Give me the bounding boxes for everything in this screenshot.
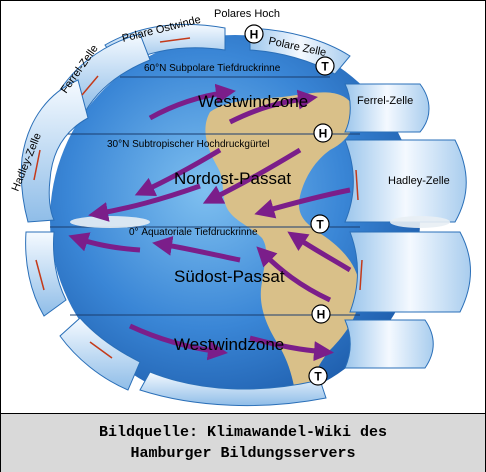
arrow-westwind-s2 <box>249 335 334 362</box>
label-suedost: Südost-Passat <box>174 267 285 286</box>
marker-h-south: H <box>317 308 326 322</box>
wind-arrows <box>68 83 352 362</box>
arrow-suedost-4 <box>287 231 352 273</box>
arrow-suedost-2 <box>152 235 241 263</box>
cell-flow-arrows <box>33 37 363 359</box>
caption-line-2: Hamburger Bildungsservers <box>130 445 356 462</box>
marker-t-equator: T <box>316 218 324 232</box>
arrow-westwind-n1 <box>148 83 236 121</box>
arrow-nordost-2 <box>202 147 302 204</box>
arrow-nordost-4 <box>88 183 201 222</box>
flow-arrow-6 <box>355 169 359 201</box>
label-polares-hoch: Polares Hoch <box>214 8 280 20</box>
cloud-equator-right <box>390 216 450 228</box>
label-hadley-zelle-right: Hadley-Zelle <box>388 175 450 187</box>
label-aquatorial: 0° Äquatoriale Tiefdruckrinne <box>129 226 258 238</box>
marker-h-subtrop: H <box>319 127 328 141</box>
arrow-nordost-3 <box>254 187 351 219</box>
atmospheric-circulation-diagram: H T H T H T Polare Ostwinde Polares Hoch… <box>10 8 471 407</box>
marker-t-subpolar: T <box>321 60 329 74</box>
flow-arrow-3 <box>33 149 41 181</box>
label-subtropisch: 30°N Subtropischer Hochdruckgürtel <box>107 139 269 150</box>
flow-arrow-1 <box>159 37 191 43</box>
cells-left <box>20 23 226 391</box>
arrow-suedost-3 <box>256 246 332 303</box>
pressure-markers: H T H T H T <box>244 24 335 386</box>
label-subpolar: 60°N Subpolare Tiefdruckrinne <box>144 63 281 74</box>
caption-box: Bildquelle: Klimawandel-Wiki des Hamburg… <box>1 413 485 472</box>
arrow-westwind-n2 <box>228 89 318 125</box>
marker-h-polar: H <box>250 28 259 42</box>
flow-arrow-4 <box>35 259 45 291</box>
label-westwind-south: Westwindzone <box>174 335 284 354</box>
marker-t-south: T <box>314 370 322 384</box>
flow-arrow-7 <box>359 259 363 291</box>
label-ferrel-zelle-right: Ferrel-Zelle <box>357 95 413 107</box>
caption-line-1: Bildquelle: Klimawandel-Wiki des <box>98 424 388 441</box>
flow-arrow-2 <box>81 75 99 96</box>
arrow-nordost-1 <box>134 147 222 197</box>
flow-arrow-5 <box>89 341 113 359</box>
arrow-westwind-s1 <box>128 323 228 361</box>
arrow-suedost-1 <box>68 232 141 253</box>
label-westwind-north: Westwindzone <box>198 92 308 111</box>
label-nordost: Nordost-Passat <box>174 169 291 188</box>
